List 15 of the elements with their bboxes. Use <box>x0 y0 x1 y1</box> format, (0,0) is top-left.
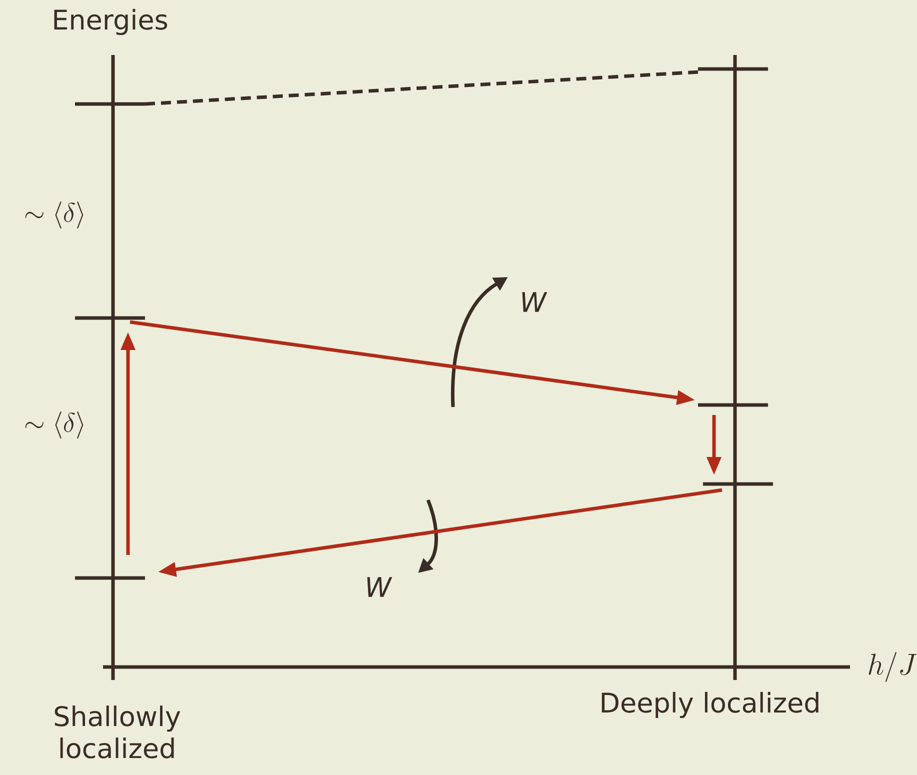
energy-level <box>75 576 145 580</box>
spacing-label: $\sim \langle\delta\rangle$ <box>25 201 84 228</box>
spacing-label: $\sim \langle\delta\rangle$ <box>25 411 84 438</box>
energy-level <box>703 482 773 486</box>
energy-level <box>698 403 768 407</box>
axis-label: Energies <box>54 8 168 36</box>
arrow-label: W <box>522 292 548 312</box>
axis-label: Deeply localized <box>602 692 818 718</box>
dashed-line <box>144 70 698 106</box>
arrow-label: W <box>367 577 392 597</box>
energy-level <box>75 102 145 106</box>
axis-label: $h/J$ <box>868 652 916 682</box>
axis-label: Shallowly localized <box>54 706 180 758</box>
energy-level <box>75 316 145 320</box>
energy-level <box>698 67 768 71</box>
